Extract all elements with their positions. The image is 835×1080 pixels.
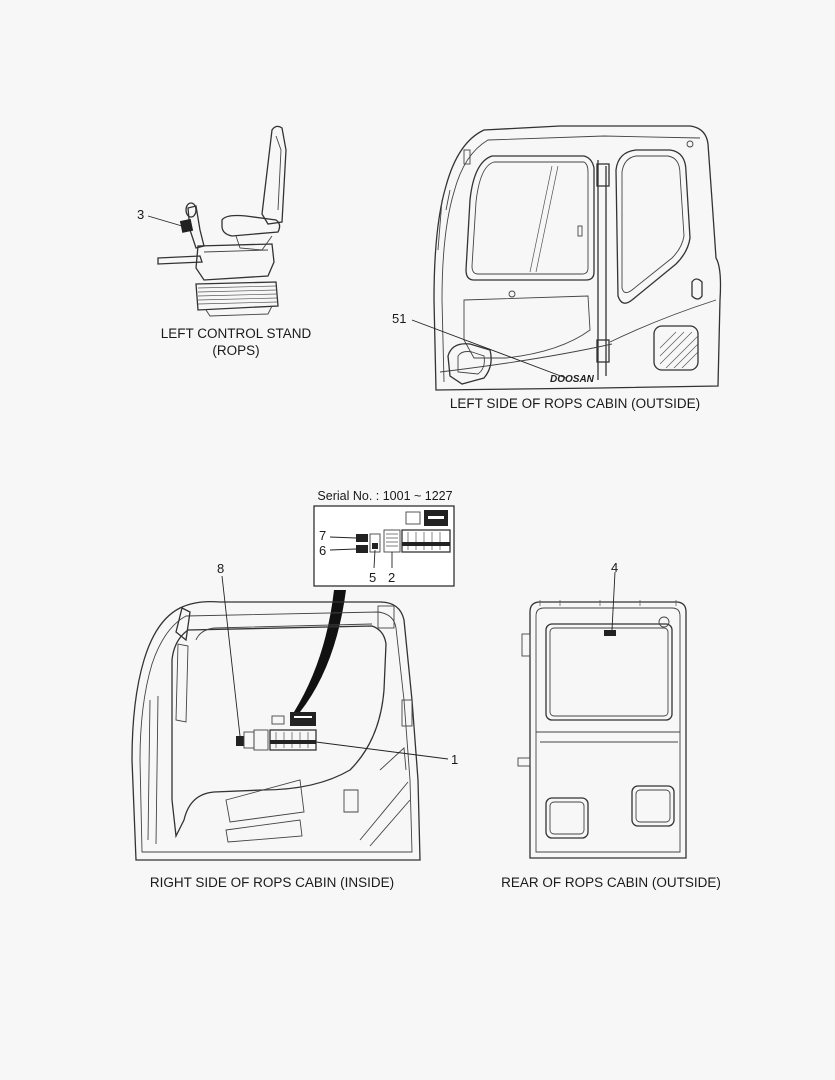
- doosan-logo: DOOSAN: [550, 374, 595, 385]
- callout-5: 5: [369, 570, 377, 585]
- callout-2: 2: [388, 570, 396, 585]
- callout-8: 8: [217, 561, 225, 576]
- callout-1: 1: [451, 752, 459, 767]
- caption-line1: LEFT CONTROL STAND: [160, 326, 312, 341]
- callout-51: 51: [392, 311, 407, 326]
- callout-4: 4: [611, 560, 619, 575]
- callout-3: 3: [137, 207, 145, 222]
- caption-left-side-cabin: LEFT SIDE OF ROPS CABIN (OUTSIDE): [449, 396, 701, 411]
- caption-rear-cabin: REAR OF ROPS CABIN (OUTSIDE): [501, 875, 721, 890]
- callout-6: 6: [319, 543, 327, 558]
- caption-left-control-stand: LEFT CONTROL STAND (ROPS): [132, 326, 340, 358]
- callout-7: 7: [319, 528, 327, 543]
- detail-box-title: Serial No. : 1001 ~ 1227: [317, 489, 453, 503]
- caption-right-side-cabin: RIGHT SIDE OF ROPS CABIN (INSIDE): [149, 875, 395, 890]
- caption-line2: (ROPS): [212, 343, 260, 358]
- detail-box: [294, 505, 455, 712]
- left-side-cabin-drawing: DOOSAN: [411, 125, 722, 391]
- right-side-cabin-drawing: [131, 575, 449, 861]
- rear-cabin-drawing: [517, 571, 687, 859]
- left-control-stand-drawing: [147, 125, 287, 317]
